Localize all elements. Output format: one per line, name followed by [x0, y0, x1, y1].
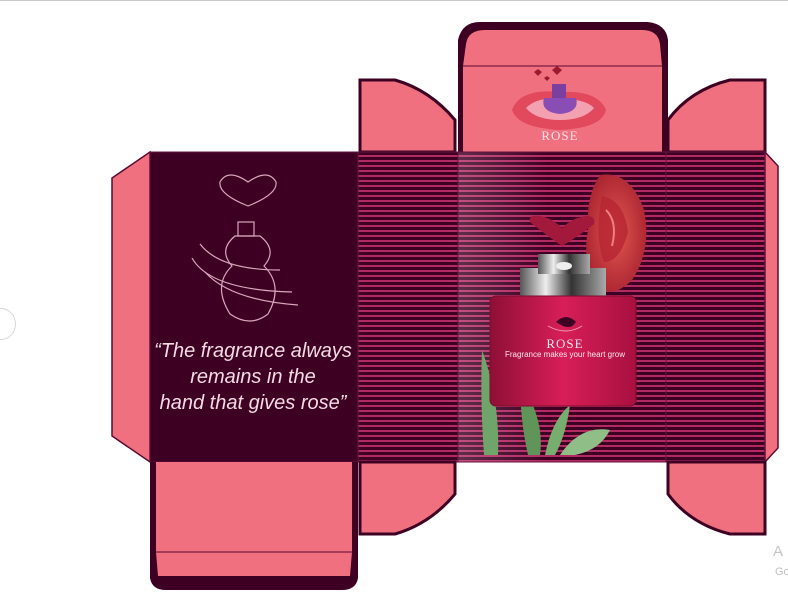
bottom-right-dust-flap	[666, 460, 767, 536]
perfume-jar	[490, 296, 636, 406]
quote-line-1: “The fragrance always	[154, 340, 352, 362]
bottom-lid-inner	[156, 462, 352, 576]
bottom-left-dust-flap	[358, 460, 457, 536]
jar-brand-label: ROSE	[546, 336, 584, 351]
lid-rose-emblem	[512, 66, 606, 130]
watermark-line-1: A	[773, 543, 784, 560]
perfume-outline-icon	[191, 174, 299, 322]
quote-line-2: remains in the	[190, 366, 316, 388]
quote-line-3: hand that gives rose”	[159, 392, 347, 414]
heart-shape	[529, 215, 595, 246]
rose-illustration	[586, 174, 647, 292]
jar-emblem	[547, 317, 583, 332]
top-right-dust-flap	[666, 78, 767, 154]
striped-side-panel	[358, 152, 458, 462]
right-side-panel	[666, 152, 765, 462]
jar-tagline: Fragrance makes your heart grow	[504, 350, 626, 359]
top-left-dust-flap	[358, 78, 457, 154]
top-divider-line	[0, 0, 788, 1]
lid-brand-label: ROSE	[541, 128, 579, 143]
jar-cap	[520, 254, 606, 296]
back-panel-quote: “The fragrance always remains in the han…	[138, 338, 368, 416]
watermark-line-2: Go	[775, 566, 788, 578]
right-glue-flap	[764, 150, 779, 464]
